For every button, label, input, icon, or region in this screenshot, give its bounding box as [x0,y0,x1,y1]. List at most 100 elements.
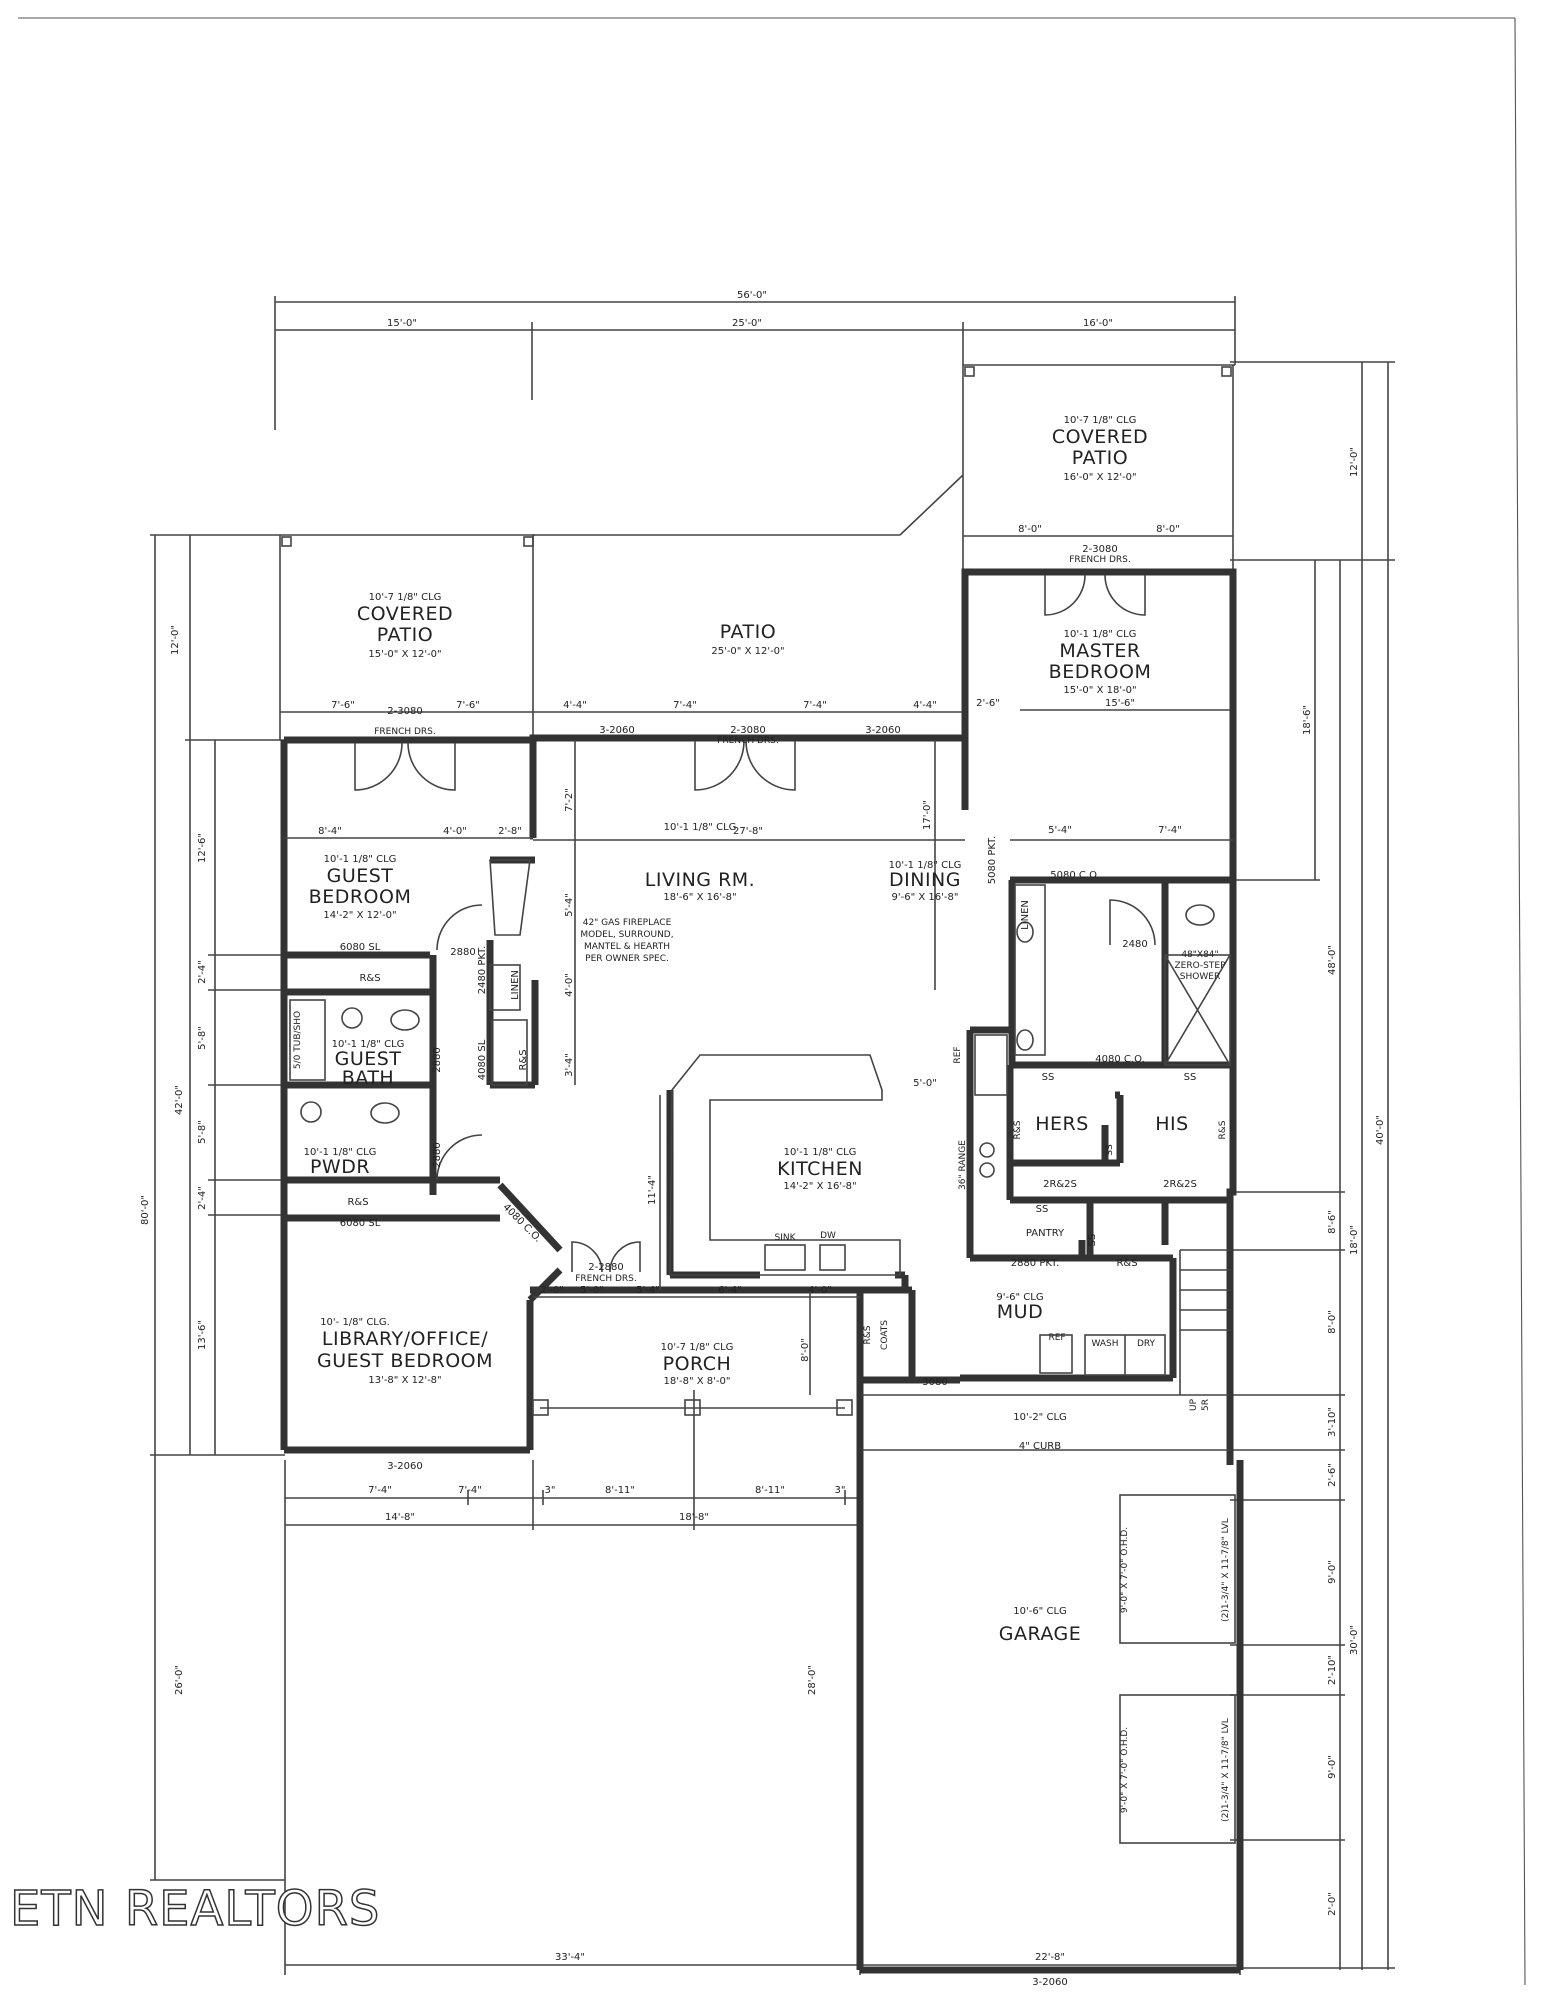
dim-garage-depth: 28'-0" [807,1665,818,1695]
note-rs-6: R&S [1116,1258,1137,1269]
guest-bath-ceiling: 10'-1 1/8" CLG [332,1039,405,1050]
guest-ceiling: 10'-1 1/8" CLG [324,854,397,865]
dining-name: DINING [889,869,961,891]
dim-living-width: 27'-8" [733,826,763,837]
note-rs-2: R&S [518,1049,529,1070]
dim-porch-c: 5'-4" [636,1285,660,1296]
dim-left-c: 2'-4" [197,960,208,984]
patio-outlines [279,364,1235,740]
dim-guest-b: 4'-0" [443,826,467,837]
note-door-2480: 2480 [1122,939,1147,950]
living-ceiling: 10'-1 1/8" CLG [664,822,737,833]
note-fireplace1: 42" GAS FIREPLACE [583,918,672,928]
pwdr-name: PWDR [310,1156,370,1178]
dim-cp-master-a: 8'-0" [1018,524,1042,535]
note-french-2880: 2-2880 [588,1262,623,1273]
kitchen-ceiling: 10'-1 1/8" CLG [784,1147,857,1158]
dim-left-f: 2'-4" [197,1186,208,1210]
dim-right-c: 48'-0" [1327,945,1338,975]
living-name: LIVING RM. [645,869,755,891]
note-win-library: 3-2060 [387,1461,422,1472]
guest-name1: GUEST [327,865,394,887]
dim-right-j: 9'-0" [1327,1755,1338,1779]
dim-overall-bottom-a: 33'-4" [555,1952,585,1963]
hers-name: HERS [1035,1113,1089,1135]
note-lvl2: (2)1-3/4" X 11-7/8" LVL [1221,1718,1231,1822]
dim-porch-b: 5'-0" [580,1285,604,1296]
dim-porch-a: 2'-0" [540,1285,564,1296]
note-rs-1: R&S [359,973,380,984]
dim-right-k: 2'-0" [1327,1892,1338,1916]
note-door-2880: 2880 [432,1047,443,1072]
dim-right-e: 8'-0" [1327,1310,1338,1334]
note-ohd1: 9'-0" X 7'-0" O.H.D. [1120,1527,1130,1613]
guest-size: 14'-2" X 12'-0" [323,910,396,921]
note-2480pkt: 2480 PKT. [477,946,488,995]
note-4080sl: 4080 SL [477,1039,488,1080]
garage-ceiling2: 10'-2" CLG [1013,1412,1067,1423]
note-range: 36" RANGE [958,1140,968,1190]
note-rs-coats: R&S [863,1325,873,1344]
bottom-dimensions: 7'-4" 7'-4" 3" 8'-11" 8'-11" 3" 14'-8" 1… [284,1390,1241,1975]
dim-left-total-b: 80'-0" [140,1195,151,1225]
patio-size: 25'-0" X 12'-0" [711,646,784,657]
library-ceiling: 10'- 1/8" CLG. [320,1317,390,1328]
cp-right-ceiling: 10'-7 1/8" CLG [1064,415,1137,426]
master-ceiling: 10'-1 1/8" CLG [1064,629,1137,640]
dim-dining-height: 17'-0" [922,800,933,830]
dim-left-d: 5'-8" [197,1026,208,1050]
note-linen-1: LINEN [510,970,521,1000]
dim-living-vert-c: 4'-0" [564,973,575,997]
dim-bottom-a: 7'-4" [368,1485,392,1496]
garage-name: GARAGE [999,1623,1082,1645]
note-ss-4: SS [1036,1204,1049,1215]
dim-right-a: 12'-0" [1349,447,1360,477]
library-size: 13'-8" X 12'-8" [368,1375,441,1386]
top-dimensions: 56'-0" 15'-0" 25'-0" 16'-0" [274,290,1236,430]
note-ref2: REF [1048,1333,1065,1343]
pantry-name: PANTRY [1026,1228,1065,1239]
note-win-3060: 3-2060 [599,725,634,736]
dim-right-d: 8'-6" [1327,1210,1338,1234]
master-size: 15'-0" X 18'-0" [1063,685,1136,696]
note-ss-5: SS [1087,1234,1098,1247]
cp-right-name1: COVERED [1052,426,1148,448]
dim-overall-bottom-b: 22'-8" [1035,1952,1065,1963]
note-french-2880b: FRENCH DRS. [575,1274,637,1284]
note-5080co: 5080 C.O. [1050,870,1099,881]
dim-right-b: 18'-6" [1302,705,1313,735]
dim-left-drive: 26'-0" [174,1665,185,1695]
note-linen-2: LINEN [1020,900,1031,930]
master-name2: BEDROOM [1049,661,1152,683]
note-win-3060b: 3-2060 [865,725,900,736]
kitchen-name: KITCHEN [777,1158,863,1180]
note-door-3080: 3080 [922,1377,947,1388]
note-fireplace2: MODEL, SURROUND, [580,930,673,940]
dim-right-i: 2'-10" [1327,1655,1338,1685]
cp-left-name2: PATIO [377,624,433,646]
note-tub: 5/0 TUB/SHO [293,1011,303,1069]
his-name: HIS [1155,1113,1188,1135]
dim-kitchen-split: 5'-0" [913,1078,937,1089]
cp-right-name2: PATIO [1072,447,1128,469]
dim-bottom-g: 14'-8" [385,1512,415,1523]
note-wash: WASH [1091,1339,1118,1349]
master-name1: MASTER [1059,640,1140,662]
dining-size: 9'-6" X 16'-8" [892,892,959,903]
cp-left-size: 15'-0" X 12'-0" [368,649,441,660]
garage-curb: 4" CURB [1019,1441,1061,1452]
note-rs-5: R&S [1218,1120,1228,1139]
dim-left-e: 5'-8" [197,1120,208,1144]
dim-master-b: 15'-6" [1105,698,1135,709]
dim-cp-left-a: 7'-6" [331,700,355,711]
dim-bottom-d: 8'-11" [605,1485,635,1496]
note-ss-3: SS [1105,1144,1115,1156]
dim-patio-b: 7'-4" [673,700,697,711]
dim-kitchen-vert: 11'-4" [647,1175,658,1205]
dim-living-vert-a: 7'-2" [564,788,575,812]
library-name1: LIBRARY/OFFICE/ [322,1328,488,1350]
note-5080pkt: 5080 PKT. [987,836,998,885]
note-rs-4: R&S [1013,1120,1023,1139]
note-win-garage: 3-2060 [1032,1977,1067,1988]
dim-porch-d: 6'-4" [718,1285,742,1296]
